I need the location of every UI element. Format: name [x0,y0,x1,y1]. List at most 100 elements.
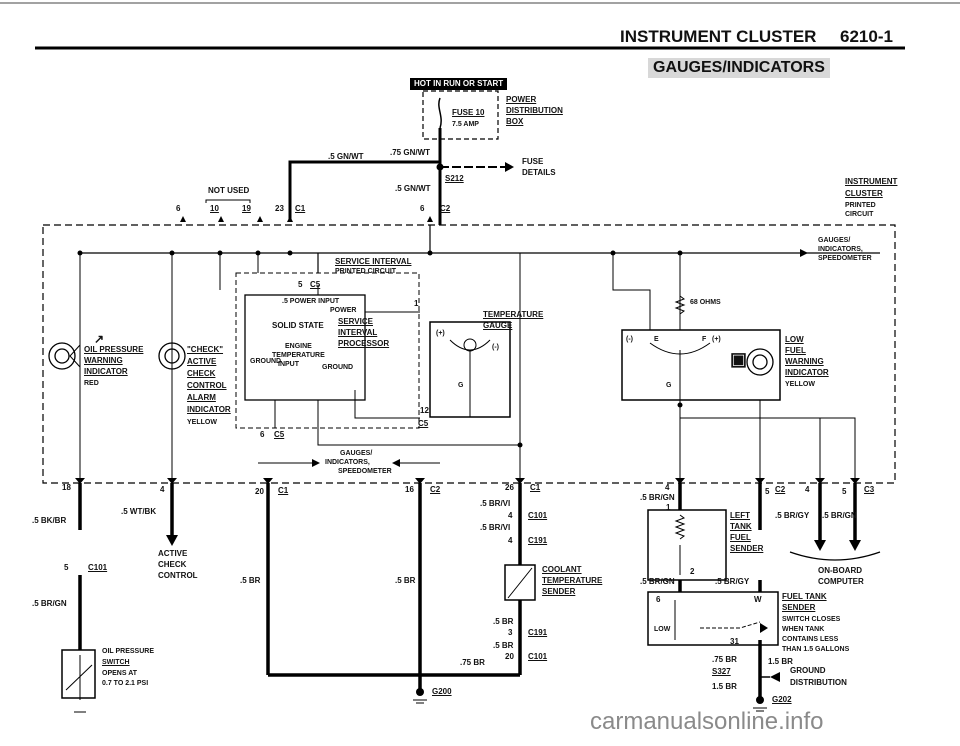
cluster-title-1: INSTRUMENT [845,177,898,186]
fuse-label: FUSE 10 [452,108,485,117]
temp-gauge-2: GAUGE [483,321,513,330]
gauges-label: INDICATORS, [818,246,863,253]
sip-3: PROCESSOR [338,339,390,348]
ss-ground-2: GROUND [322,364,354,371]
check-indicator-5: ALARM [187,393,216,402]
fuse-amp-label: 7.5 AMP [452,121,479,128]
not-used-label: NOT USED [208,186,250,195]
wire-label: .5 BR/GN [822,511,857,520]
connector-c2: C2 [775,485,786,494]
fuse-details-2: DETAILS [522,168,556,177]
active-check-3: CONTROL [158,571,198,580]
temp-gauge-g: G [458,382,464,389]
watermark: carmanualsonline.info [590,708,824,735]
low-fuel-bulb [746,348,774,376]
coolant-sender-2: TEMPERATURE [542,576,603,585]
pin: 23 [275,204,284,213]
connector-c2: C2 [440,204,451,213]
active-check-2: CHECK [158,560,187,569]
ss-power: POWER [330,307,357,314]
temp-gauge-minus: (-) [492,344,499,351]
wire-label: .5 BR [240,576,261,585]
check-indicator-4: CONTROL [187,381,227,390]
temp-gauge-1: TEMPERATURE [483,310,544,319]
wire-label: .5 BR [493,641,514,650]
service-interval-box [235,272,420,429]
pin: 6 [176,204,181,213]
pin: 20 [255,487,264,496]
onboard-computer-2: COMPUTER [818,577,864,586]
pin: 16 [405,485,414,494]
cluster-printed-2: CIRCUIT [845,211,874,218]
oil-can-icon: ↗ [94,332,105,346]
low-fuel-1: LOW [785,335,804,344]
pin: 6 [260,430,265,439]
connector-c1: C1 [530,483,541,492]
pin: 26 [505,483,514,492]
ground-dist-1: GROUND [790,666,826,675]
cluster-printed-1: PRINTED [845,202,876,209]
wire-label: .5 BR/VI [480,499,511,508]
wire-label: .5 BR/GY [775,511,810,520]
pin: 19 [242,204,251,213]
fuel-tank-sender-1: FUEL TANK [782,592,827,601]
hot-in-run-label: HOT IN RUN OR START [410,78,508,90]
fuel-tank-sender-4: WHEN TANK [782,626,825,633]
left-tank-3: FUEL [730,533,751,542]
sip-1: SERVICE [338,317,373,326]
wire-label: 1.5 BR [712,682,737,691]
left-tank-2: TANK [730,522,752,531]
solid-state-box [244,294,366,401]
fuel-tank-sender-2: SENDER [782,603,816,612]
oil-switch-box [61,649,96,699]
connector-c5: C5 [418,419,429,428]
ss-ground: GROUND [250,358,282,365]
service-interval-subtitle: PRINTED CIRCUIT [335,268,397,275]
check-control-bulb [158,342,186,370]
pin: 4 [508,511,513,520]
oil-indicator-2: WARNING [84,356,123,365]
gauges-mid-1: GAUGES/ [340,450,373,457]
pin: 5 [842,487,847,496]
pin: 5 [298,280,303,289]
coolant-sender-1: COOLANT [542,565,582,574]
ground-g202: G202 [772,695,792,704]
ohms-label: 68 OHMS [690,299,721,306]
splice-s327: S327 [712,667,731,676]
wire-label: .5 BR/GN [640,577,675,586]
check-indicator-6: INDICATOR [187,405,231,414]
fuse-box [422,90,499,140]
wire-label: .75 BR [460,658,485,667]
pin: 2 [690,567,695,576]
power-dist-2: DISTRIBUTION [506,106,563,115]
wire-label: .75 BR [712,655,737,664]
check-indicator-3: CHECK [187,369,216,378]
fuse-details-1: FUSE [522,157,544,166]
fuel-gauge-f: F [702,336,707,343]
ss-input: INPUT [278,361,299,368]
pin: 5 [765,487,770,496]
oil-indicator-3: INDICATOR [84,367,128,376]
gauges-mid-3: SPEEDOMETER [338,468,392,475]
connector-c101: C101 [88,563,108,572]
connector-c101: C101 [528,511,548,520]
oil-switch-1: OIL PRESSURE [102,648,154,655]
oil-switch-2: SWITCH [102,659,130,666]
pin: 10 [210,204,219,213]
connector-c1: C1 [295,204,306,213]
ss-temperature: TEMPERATURE [272,352,325,359]
wire-label: .5 WT/BK [121,507,157,516]
fuel-tank-sender-6: THAN 1.5 GALLONS [782,646,850,653]
cluster-title-2: CLUSTER [845,189,883,198]
fuel-tank-sender-3: SWITCH CLOSES [782,616,841,623]
connector-c1: C1 [278,486,289,495]
pin: 1 [414,299,419,308]
power-dist-1: POWER [506,95,537,104]
pin: 6 [656,595,661,604]
page-title: INSTRUMENT CLUSTER [620,27,817,46]
wire-label: .75 GN/WT [390,148,431,157]
gauges-mid-2: INDICATORS, [325,459,370,466]
low-fuel-3: WARNING [785,357,824,366]
connector-c3: C3 [864,485,875,494]
gauges-label: GAUGES/ [818,237,851,244]
